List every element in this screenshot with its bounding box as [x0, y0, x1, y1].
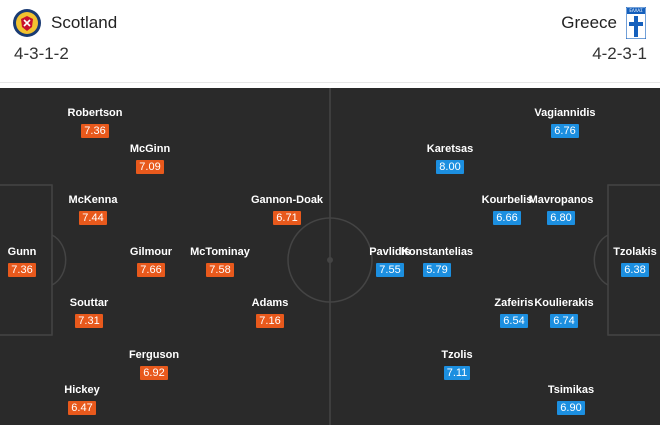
home-player[interactable]: Adams 7.16: [230, 297, 310, 329]
pitch: Gunn 7.36 Robertson 7.36 McKenna 7.44 So…: [0, 88, 660, 425]
player-rating: 7.36: [8, 263, 36, 277]
player-rating: 6.80: [547, 211, 575, 225]
player-name: Adams: [251, 297, 289, 309]
away-player[interactable]: Vagiannidis 6.76: [525, 107, 605, 139]
player-rating: 6.74: [550, 314, 578, 328]
away-player[interactable]: Karetsas 8.00: [410, 143, 490, 175]
home-player[interactable]: Gilmour 7.66: [111, 246, 191, 278]
away-player[interactable]: Tzolakis 6.38: [595, 246, 660, 278]
player-rating: 5.79: [423, 263, 451, 277]
away-player[interactable]: Pavlidis 7.55: [350, 246, 430, 278]
home-player[interactable]: Gunn 7.36: [0, 246, 62, 278]
player-name: Koulierakis: [534, 297, 594, 309]
player-name: Mavropanos: [528, 194, 594, 206]
player-name: Zafeiris: [494, 297, 534, 309]
home-formation: 4-3-1-2: [14, 44, 69, 63]
player-rating: 7.36: [81, 124, 109, 138]
player-name: Tsimikas: [547, 384, 595, 396]
away-player[interactable]: Koulierakis 6.74: [524, 297, 604, 329]
away-player[interactable]: Kourbelis 6.66: [467, 194, 547, 226]
away-team-name: Greece: [561, 13, 617, 32]
home-player[interactable]: Ferguson 6.92: [114, 349, 194, 381]
player-name: Pavlidis: [369, 246, 411, 258]
player-rating: 6.90: [557, 401, 585, 415]
away-player[interactable]: Zafeiris 6.54: [474, 297, 554, 329]
player-rating: 7.44: [79, 211, 107, 225]
player-name: McTominay: [190, 246, 250, 258]
home-player[interactable]: McKenna 7.44: [53, 194, 133, 226]
greece-crest-icon: [626, 7, 646, 39]
player-rating: 7.66: [137, 263, 165, 277]
away-player[interactable]: Tsimikas 6.90: [531, 384, 611, 416]
player-rating: 7.58: [206, 263, 234, 277]
player-rating: 7.09: [136, 160, 164, 174]
player-name: Souttar: [69, 297, 109, 309]
player-name: Gunn: [7, 246, 37, 258]
pitch-markings: [0, 88, 660, 425]
player-name: Tzolis: [441, 349, 473, 361]
away-formation: 4-2-3-1: [592, 44, 647, 63]
home-player[interactable]: McGinn 7.09: [110, 143, 190, 175]
player-rating: 6.71: [273, 211, 301, 225]
player-rating: 6.92: [140, 366, 168, 380]
player-rating: 6.38: [621, 263, 649, 277]
player-rating: 7.55: [376, 263, 404, 277]
away-player[interactable]: Konstantelias 5.79: [397, 246, 477, 278]
player-rating: 6.47: [68, 401, 96, 415]
player-rating: 6.66: [493, 211, 521, 225]
match-header: Scotland 4-3-1-2 Greece ΕΛΛΑΣ 4-2-3-1: [0, 0, 660, 82]
home-player[interactable]: Robertson 7.36: [55, 107, 135, 139]
player-name: Gannon-Doak: [250, 194, 324, 206]
player-rating: 6.54: [500, 314, 528, 328]
player-name: Tzolakis: [613, 246, 657, 258]
player-name: McKenna: [68, 194, 118, 206]
player-name: Gilmour: [129, 246, 173, 258]
header-divider: [0, 82, 660, 83]
home-team-name: Scotland: [51, 13, 118, 32]
player-rating: 7.31: [75, 314, 103, 328]
player-name: Kourbelis: [481, 194, 533, 206]
player-name: McGinn: [129, 143, 171, 155]
player-name: Konstantelias: [400, 246, 474, 258]
player-name: Karetsas: [426, 143, 474, 155]
player-rating: 7.11: [443, 366, 471, 380]
home-player[interactable]: Souttar 7.31: [49, 297, 129, 329]
away-player[interactable]: Tzolis 7.11: [417, 349, 497, 381]
home-player[interactable]: McTominay 7.58: [180, 246, 260, 278]
player-rating: 6.76: [551, 124, 579, 138]
away-crest-text: ΕΛΛΑΣ: [629, 8, 643, 13]
player-name: Robertson: [67, 107, 123, 119]
home-player[interactable]: Hickey 6.47: [42, 384, 122, 416]
player-name: Hickey: [64, 384, 100, 396]
player-rating: 8.00: [436, 160, 464, 174]
player-name: Vagiannidis: [534, 107, 596, 119]
player-name: Ferguson: [128, 349, 180, 361]
scotland-crest-icon: [13, 9, 41, 37]
home-player[interactable]: Gannon-Doak 6.71: [247, 194, 327, 226]
player-rating: 7.16: [256, 314, 284, 328]
away-player[interactable]: Mavropanos 6.80: [521, 194, 601, 226]
